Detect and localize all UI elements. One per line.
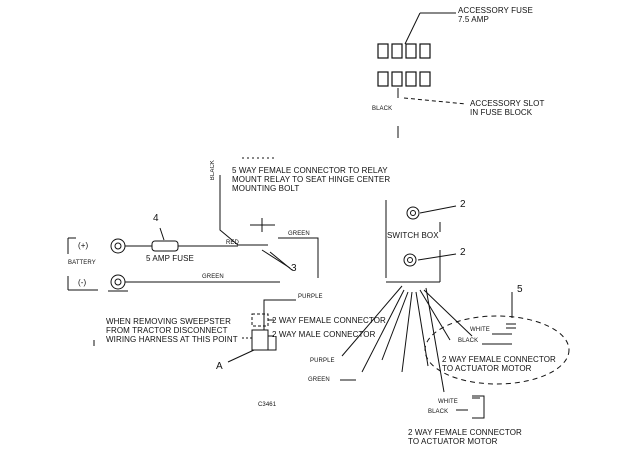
green-wire-mid-label: GREEN — [202, 274, 224, 280]
fuse-block — [377, 43, 431, 87]
black-wire-a-label: BLACK — [458, 338, 479, 344]
black-vertical-label: BLACK — [210, 160, 216, 181]
switch-top — [406, 206, 420, 220]
switch-box-label: SWITCH BOX — [387, 231, 439, 240]
battery-positive-terminal — [110, 238, 126, 254]
switch-bottom — [403, 253, 417, 267]
two-way-male-label: 2 WAY MALE CONNECTOR — [272, 330, 376, 339]
purple-wire-top — [263, 299, 296, 330]
relay-wire — [219, 175, 268, 246]
callout-3: 3 — [291, 263, 297, 274]
black-fuse-label: BLACK — [372, 106, 393, 112]
two-way-male-connector — [251, 329, 269, 351]
green-wire-bottom-label: GREEN — [308, 377, 330, 383]
red-wire-label: RED — [226, 240, 239, 246]
two-way-female-connector — [251, 313, 269, 327]
battery-negative-terminal — [110, 274, 126, 290]
white-wire-a-label: WHITE — [470, 327, 490, 333]
purple-wire-top-label: PURPLE — [298, 294, 323, 300]
two-way-female-label: 2 WAY FEMALE CONNECTOR — [272, 316, 386, 325]
actuator-connector-b — [472, 395, 485, 419]
actuator-connector-a-callout — [424, 315, 570, 385]
callout-a: A — [216, 361, 223, 372]
battery-positive-label: (+) — [78, 241, 89, 250]
purple-wire-bottom-label: PURPLE — [310, 358, 335, 364]
accessory-slot-leader — [403, 97, 467, 105]
black-wire-b-label: BLACK — [428, 409, 449, 415]
fuse-5-amp — [151, 240, 179, 252]
callout-2-top: 2 — [460, 199, 466, 210]
battery-label: BATTERY — [68, 260, 96, 266]
fuse-5-amp-label: 5 AMP FUSE — [146, 254, 194, 263]
green-wire-top-label: GREEN — [288, 231, 310, 237]
callout-2-bottom: 2 — [460, 247, 466, 258]
green-wire-top — [285, 237, 319, 278]
drawing-code: C3461 — [258, 402, 277, 408]
white-wire-b-label: WHITE — [438, 399, 458, 405]
callout-5: 5 — [517, 284, 523, 295]
callout-4: 4 — [153, 213, 159, 224]
accessory-fuse-leader — [404, 12, 421, 45]
battery-negative-label: (-) — [78, 278, 87, 287]
